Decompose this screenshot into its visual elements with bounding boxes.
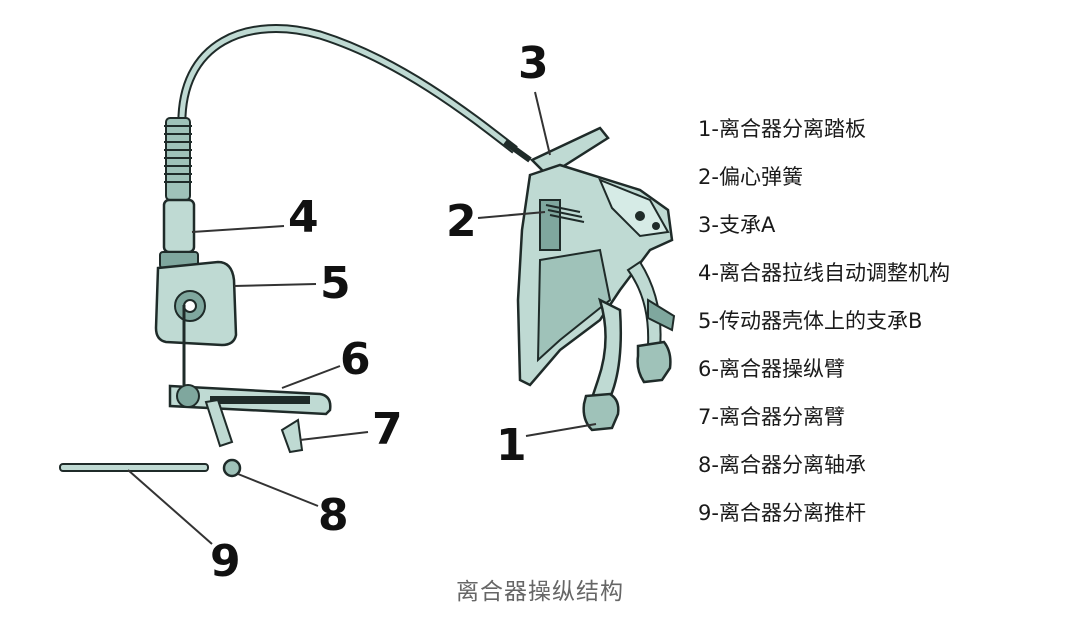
legend-item: 3-支承A	[698, 213, 776, 237]
callout-5: 5	[320, 258, 351, 309]
callout-4: 4	[288, 192, 319, 243]
clutch-cable	[177, 24, 532, 163]
release-bearing	[222, 458, 242, 478]
pedal-box-assembly	[516, 126, 676, 432]
release-lever	[280, 418, 304, 454]
leader-lines	[127, 91, 597, 545]
legend-item: 2-偏心弹簧	[698, 165, 803, 189]
legend-item: 6-离合器操纵臂	[698, 357, 845, 381]
legend-item: 9-离合器分离推杆	[698, 501, 866, 525]
legend-item: 4-离合器拉线自动调整机构	[698, 261, 950, 285]
cable-adjuster-mechanism	[159, 117, 199, 269]
gearbox-support-bracket	[154, 260, 238, 385]
legend-item: 5-传动器壳体上的支承B	[698, 309, 923, 333]
parts-legend: 1-离合器分离踏板 2-偏心弹簧 3-支承A 4-离合器拉线自动调整机构 5-传…	[698, 105, 950, 537]
release-push-rod	[59, 463, 209, 472]
legend-item: 8-离合器分离轴承	[698, 453, 866, 477]
legend-item: 7-离合器分离臂	[698, 405, 845, 429]
callout-8: 8	[318, 490, 349, 541]
callout-1: 1	[496, 420, 527, 471]
legend-item: 1-离合器分离踏板	[698, 117, 866, 141]
callout-9: 9	[210, 536, 241, 587]
callout-7: 7	[372, 404, 403, 455]
clutch-operating-arm	[168, 384, 332, 448]
figure-caption: 离合器操纵结构	[456, 579, 624, 605]
callout-2: 2	[446, 196, 477, 247]
callout-3: 3	[518, 38, 549, 89]
callout-6: 6	[340, 334, 371, 385]
